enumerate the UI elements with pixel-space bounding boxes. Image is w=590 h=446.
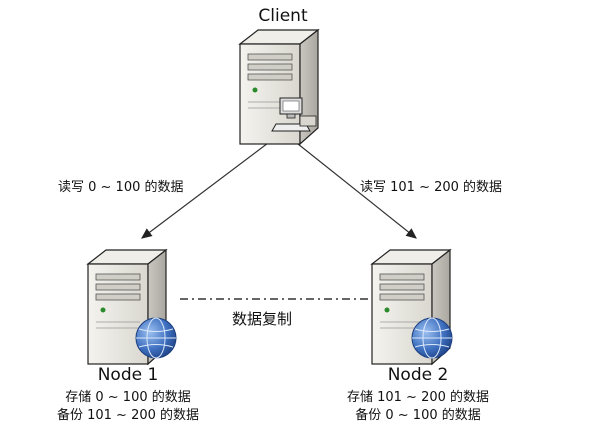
node1-store-text: 存储 0 ~ 100 的数据 [65,390,191,405]
client-label: Client [258,6,308,26]
edge-label-client-node2: 读写 101 ~ 200 的数据 [360,180,503,195]
node1-backup-text: 备份 101 ~ 200 的数据 [56,408,200,423]
edge-client-node1 [141,139,273,239]
edge-label-client-node1: 读写 0 ~ 100 的数据 [58,180,184,195]
node2-name: Node 2 [387,365,449,385]
replication-label: 数据复制 [232,310,293,328]
node1-globe-icon [135,317,177,359]
workstation-icon [271,97,317,132]
edge-client-node2 [292,139,417,239]
node2-store-text: 存储 101 ~ 200 的数据 [346,390,490,405]
node1-name: Node 1 [97,365,159,385]
node2-backup-text: 备份 0 ~ 100 的数据 [355,408,481,423]
node2-globe-icon [411,317,453,359]
